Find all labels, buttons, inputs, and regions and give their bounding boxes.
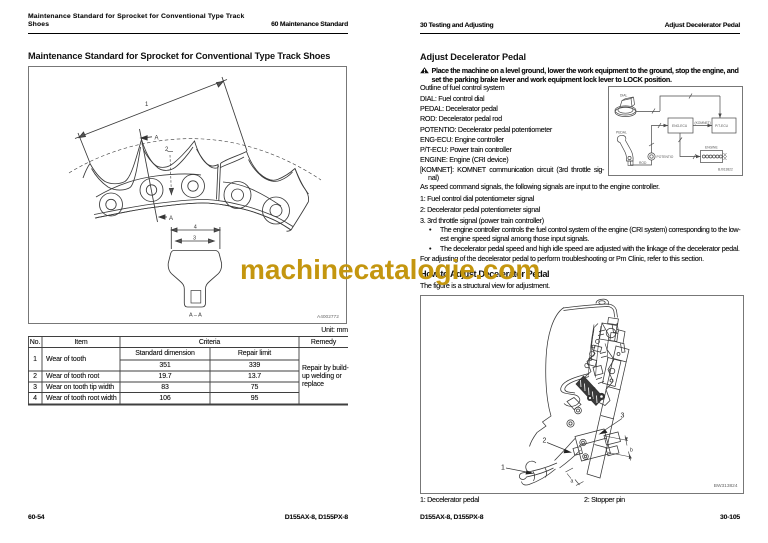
svg-text:POTENTIO: POTENTIO (657, 155, 674, 159)
svg-text:A4002772: A4002772 (317, 314, 339, 320)
svg-text:b: b (630, 447, 633, 453)
svg-text:a: a (571, 478, 574, 484)
svg-text:1: 1 (501, 464, 505, 471)
svg-text:(KOMNET): (KOMNET) (695, 121, 711, 125)
svg-text:1: 1 (145, 102, 149, 108)
svg-text:A: A (169, 216, 173, 222)
svg-text:BJ013822: BJ013822 (718, 168, 733, 172)
svg-text:PEDAL: PEDAL (616, 131, 627, 135)
svg-text:2: 2 (543, 437, 547, 444)
svg-text:ENG-ECU: ENG-ECU (672, 124, 688, 128)
svg-text:A – A: A – A (189, 313, 202, 319)
svg-text:ENGINE: ENGINE (705, 146, 718, 150)
svg-text:3: 3 (621, 412, 625, 419)
svg-text:A: A (155, 136, 159, 142)
svg-text:2: 2 (165, 147, 169, 153)
svg-text:ROD: ROD (639, 161, 647, 165)
svg-text:3: 3 (193, 236, 196, 242)
svg-text:P/T-ECU: P/T-ECU (715, 124, 729, 128)
svg-text:DIAL: DIAL (620, 94, 627, 98)
svg-text:4: 4 (194, 225, 197, 231)
